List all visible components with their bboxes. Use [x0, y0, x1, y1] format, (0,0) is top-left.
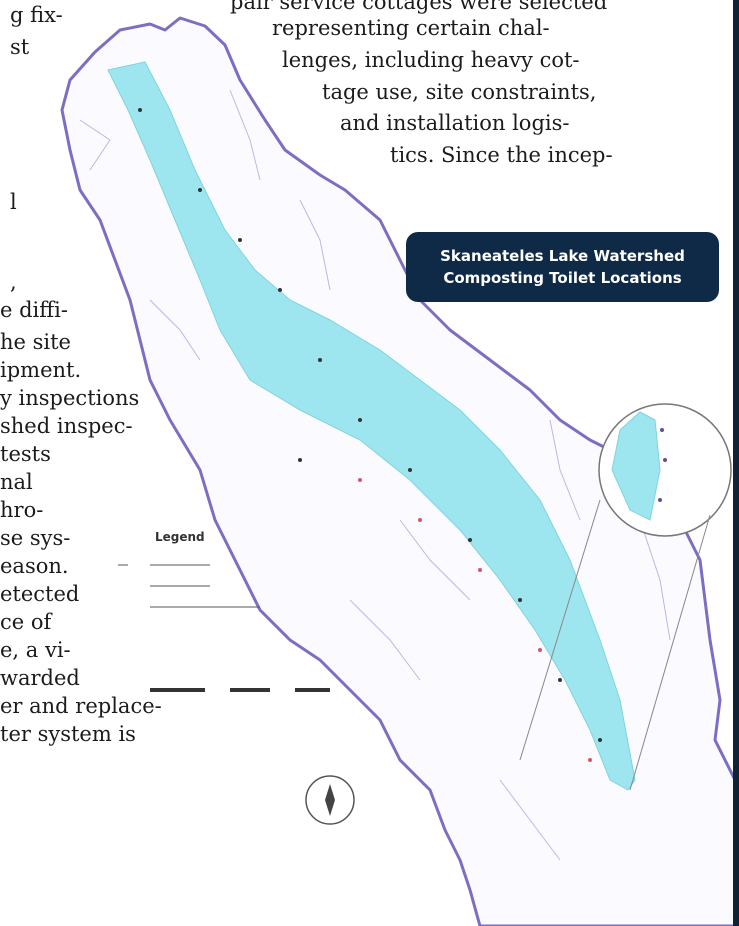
- left-text-line: tests: [0, 442, 51, 466]
- callout-line-2: Composting Toilet Locations: [443, 269, 682, 287]
- legend-swatches: [118, 564, 260, 608]
- left-text-line: ipment.: [0, 358, 82, 382]
- top-text-line: lenges, including heavy cot-: [282, 48, 580, 72]
- left-text-line: er and replace-: [0, 694, 162, 718]
- left-text-line: e, a vi-: [0, 638, 71, 662]
- inset-map: [519, 403, 732, 791]
- left-text-line: g fix-: [10, 3, 63, 27]
- left-text-line: se sys-: [0, 526, 71, 550]
- left-text-line: y inspections: [0, 386, 140, 410]
- top-text-line: pair service cottages were selected: [230, 0, 608, 14]
- callout-line-1: Skaneateles Lake Watershed: [440, 247, 685, 265]
- left-text-line: ce of: [0, 610, 52, 634]
- left-text-line: e diffi-: [0, 298, 68, 322]
- left-text-line: etected: [0, 582, 80, 606]
- left-text-line: eason.: [0, 554, 69, 578]
- left-text-line: ter system is: [0, 722, 136, 746]
- left-text-line: hro-: [0, 498, 44, 522]
- left-text-line: nal: [0, 470, 33, 494]
- location-markers: [138, 108, 602, 742]
- legend-title: Legend: [155, 530, 205, 544]
- left-text-line: ,: [10, 270, 17, 294]
- left-text-line: he site: [0, 330, 71, 354]
- top-text-line: and installation logis-: [340, 111, 570, 135]
- left-text-line: warded: [0, 666, 80, 690]
- top-text-line: representing certain chal-: [272, 16, 550, 40]
- page-edge-bar: [733, 0, 739, 926]
- map-title-callout: Skaneateles Lake Watershed Composting To…: [406, 232, 719, 302]
- compass-icon: [305, 775, 355, 825]
- left-text-line: st: [10, 35, 30, 59]
- red-markers: [358, 478, 592, 762]
- left-text-line: l: [10, 190, 17, 214]
- scale-bar: [150, 688, 330, 692]
- top-text-line: tics. Since the incep-: [390, 143, 613, 167]
- streams: [79, 89, 671, 861]
- top-text-line: tage use, site constraints,: [322, 80, 597, 104]
- left-text-line: shed inspec-: [0, 414, 133, 438]
